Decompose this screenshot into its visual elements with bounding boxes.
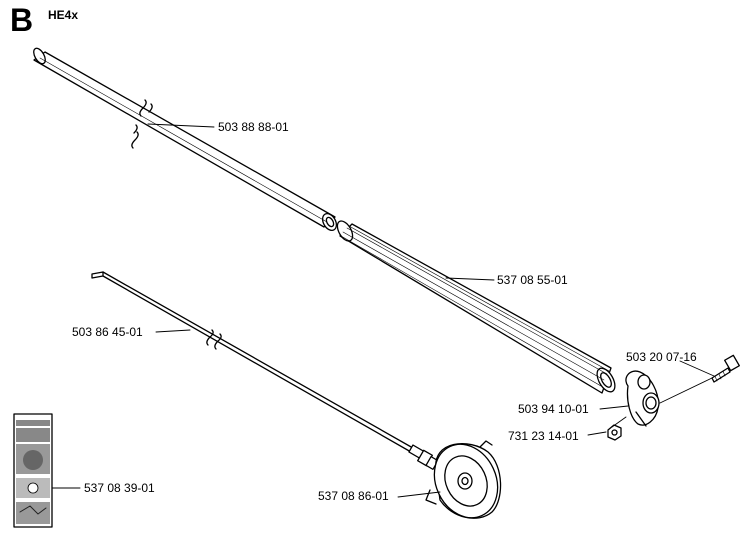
model-label: HE4x [48,8,79,22]
part-label-nut: 731 23 14-01 [508,429,579,443]
shaft-cover-drawing [425,440,502,519]
leader-lines [51,123,715,498]
warning-decal-drawing [13,413,53,528]
screw-drawing [711,354,740,383]
upper-tube-drawing [33,47,338,232]
part-label-screw: 503 20 07-16 [626,350,697,364]
part-label-clamp: 503 94 10-01 [518,402,589,416]
clamp-drawing [625,370,660,427]
part-label-drive-shaft: 503 86 45-01 [72,325,143,339]
nut-drawing [607,424,622,441]
drive-shaft-drawing [91,271,439,470]
part-label-warning-decal: 537 08 39-01 [84,481,155,495]
lower-tube-drawing [336,220,616,394]
part-label-upper-tube: 503 88 88-01 [218,120,289,134]
part-label-lower-tube: 537 08 55-01 [497,273,568,287]
section-letter: B [10,2,34,38]
part-label-shaft-cover: 537 08 86-01 [318,489,389,503]
